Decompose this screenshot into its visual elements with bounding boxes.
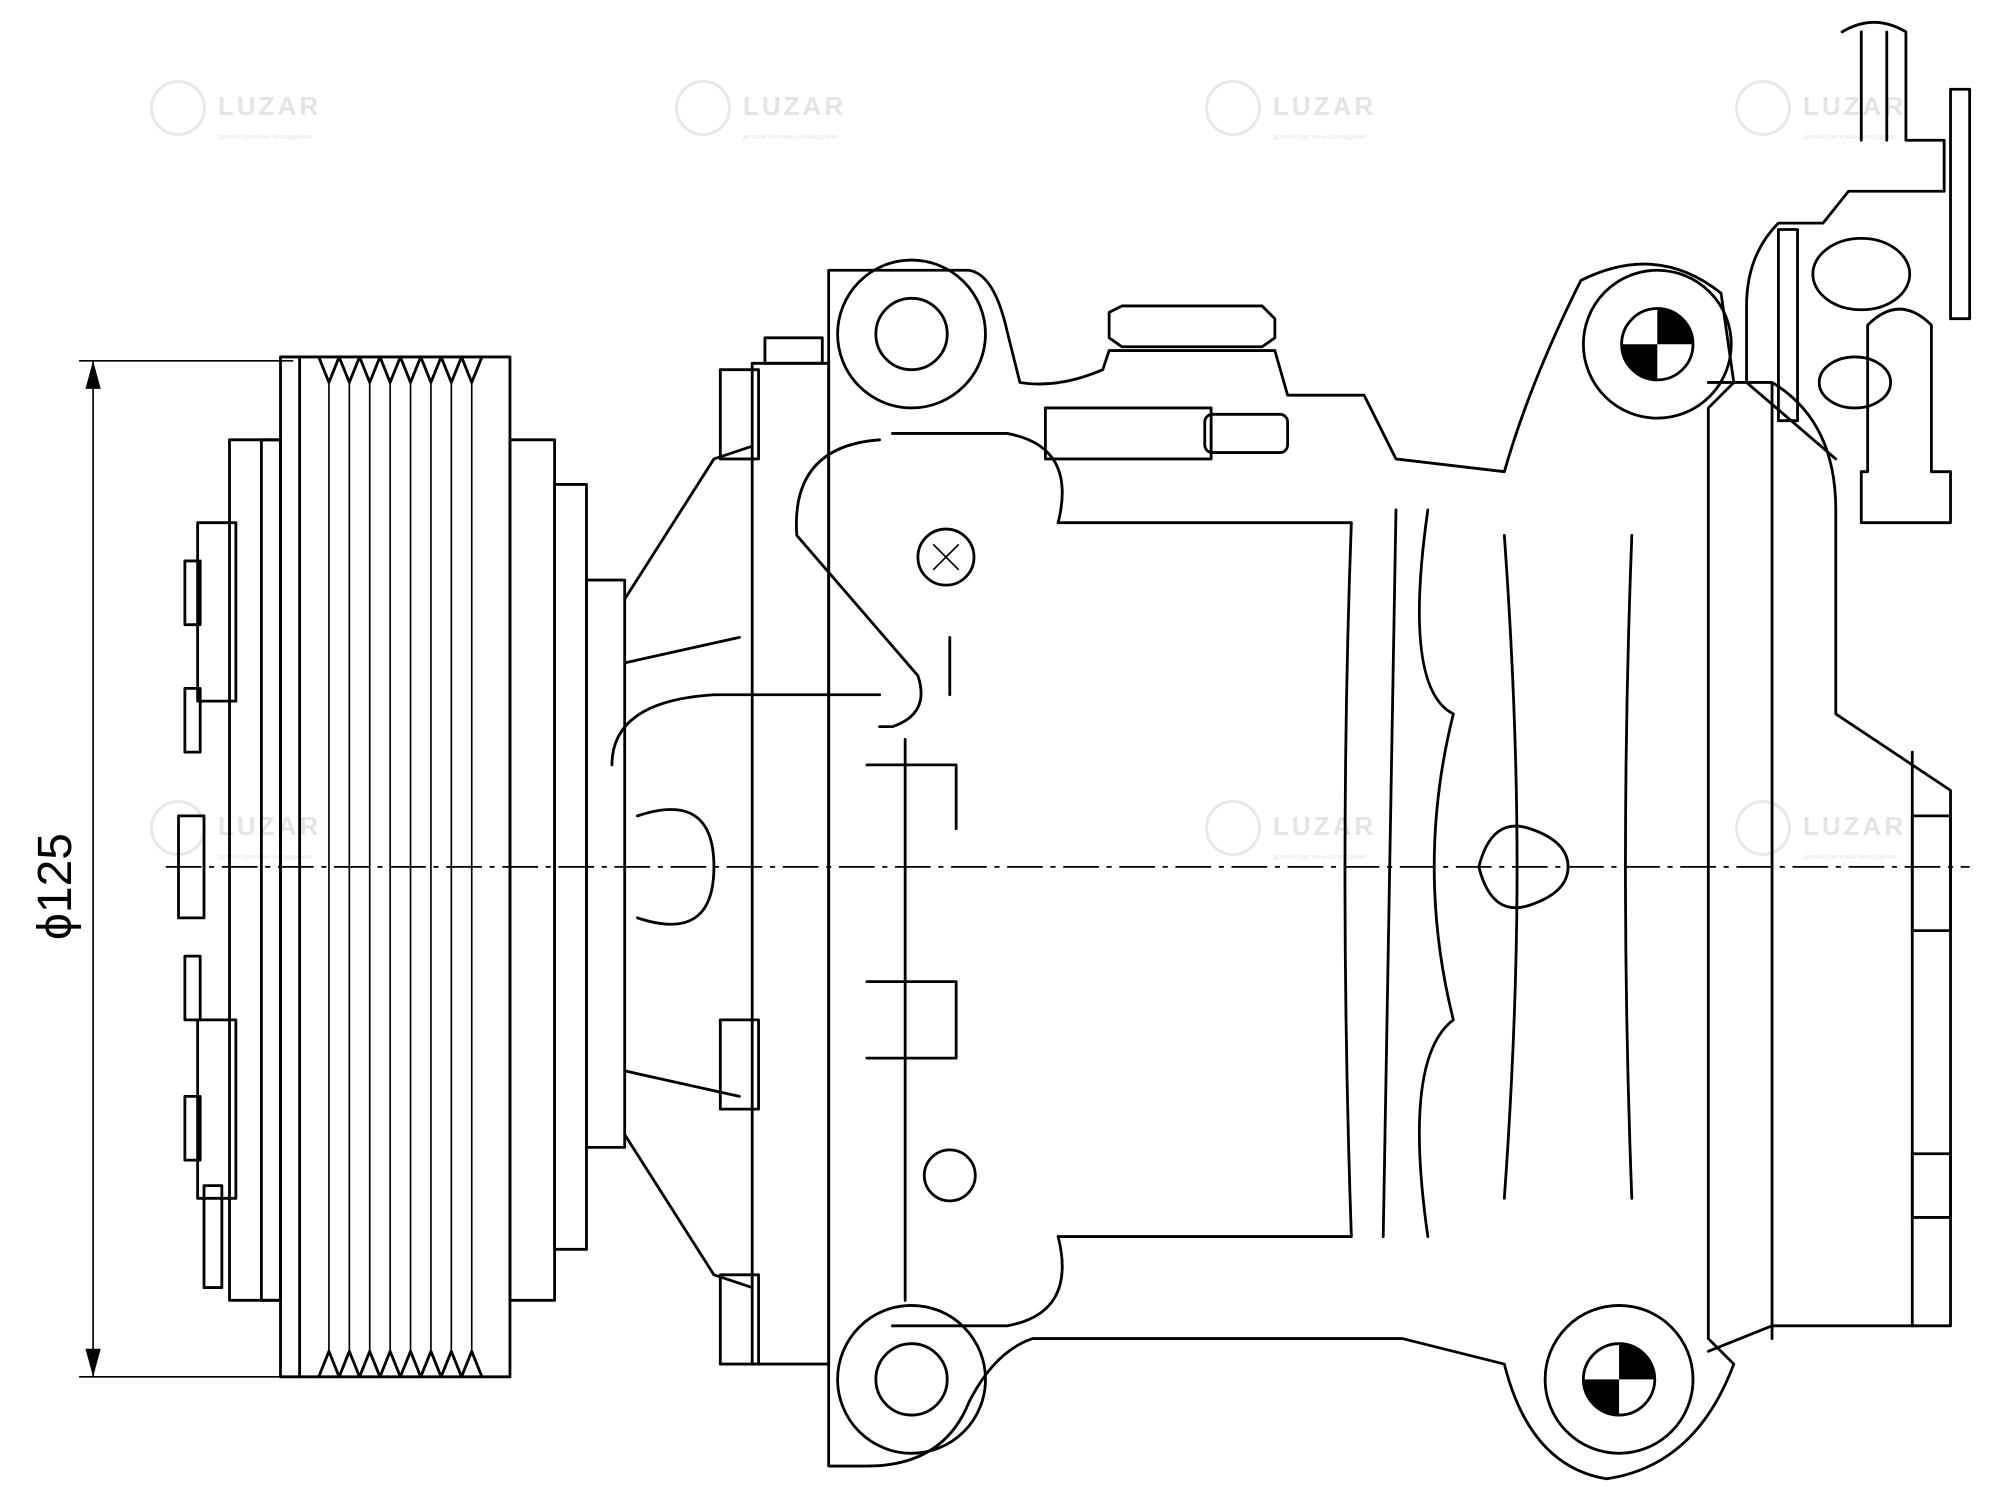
- housing: [827, 262, 1736, 1481]
- service-fittings: [1745, 21, 1972, 525]
- flange-lip: [763, 336, 824, 365]
- diameter-label: ϕ125: [29, 833, 82, 940]
- connector: [794, 304, 1290, 729]
- clutch-plate: [177, 438, 282, 1302]
- diameter-dimension: [79, 359, 294, 1378]
- front-neck: [585, 368, 882, 1366]
- mounting-ears: [836, 258, 1733, 1455]
- front-flange: [750, 361, 831, 1366]
- rear-head: [1706, 381, 1952, 1353]
